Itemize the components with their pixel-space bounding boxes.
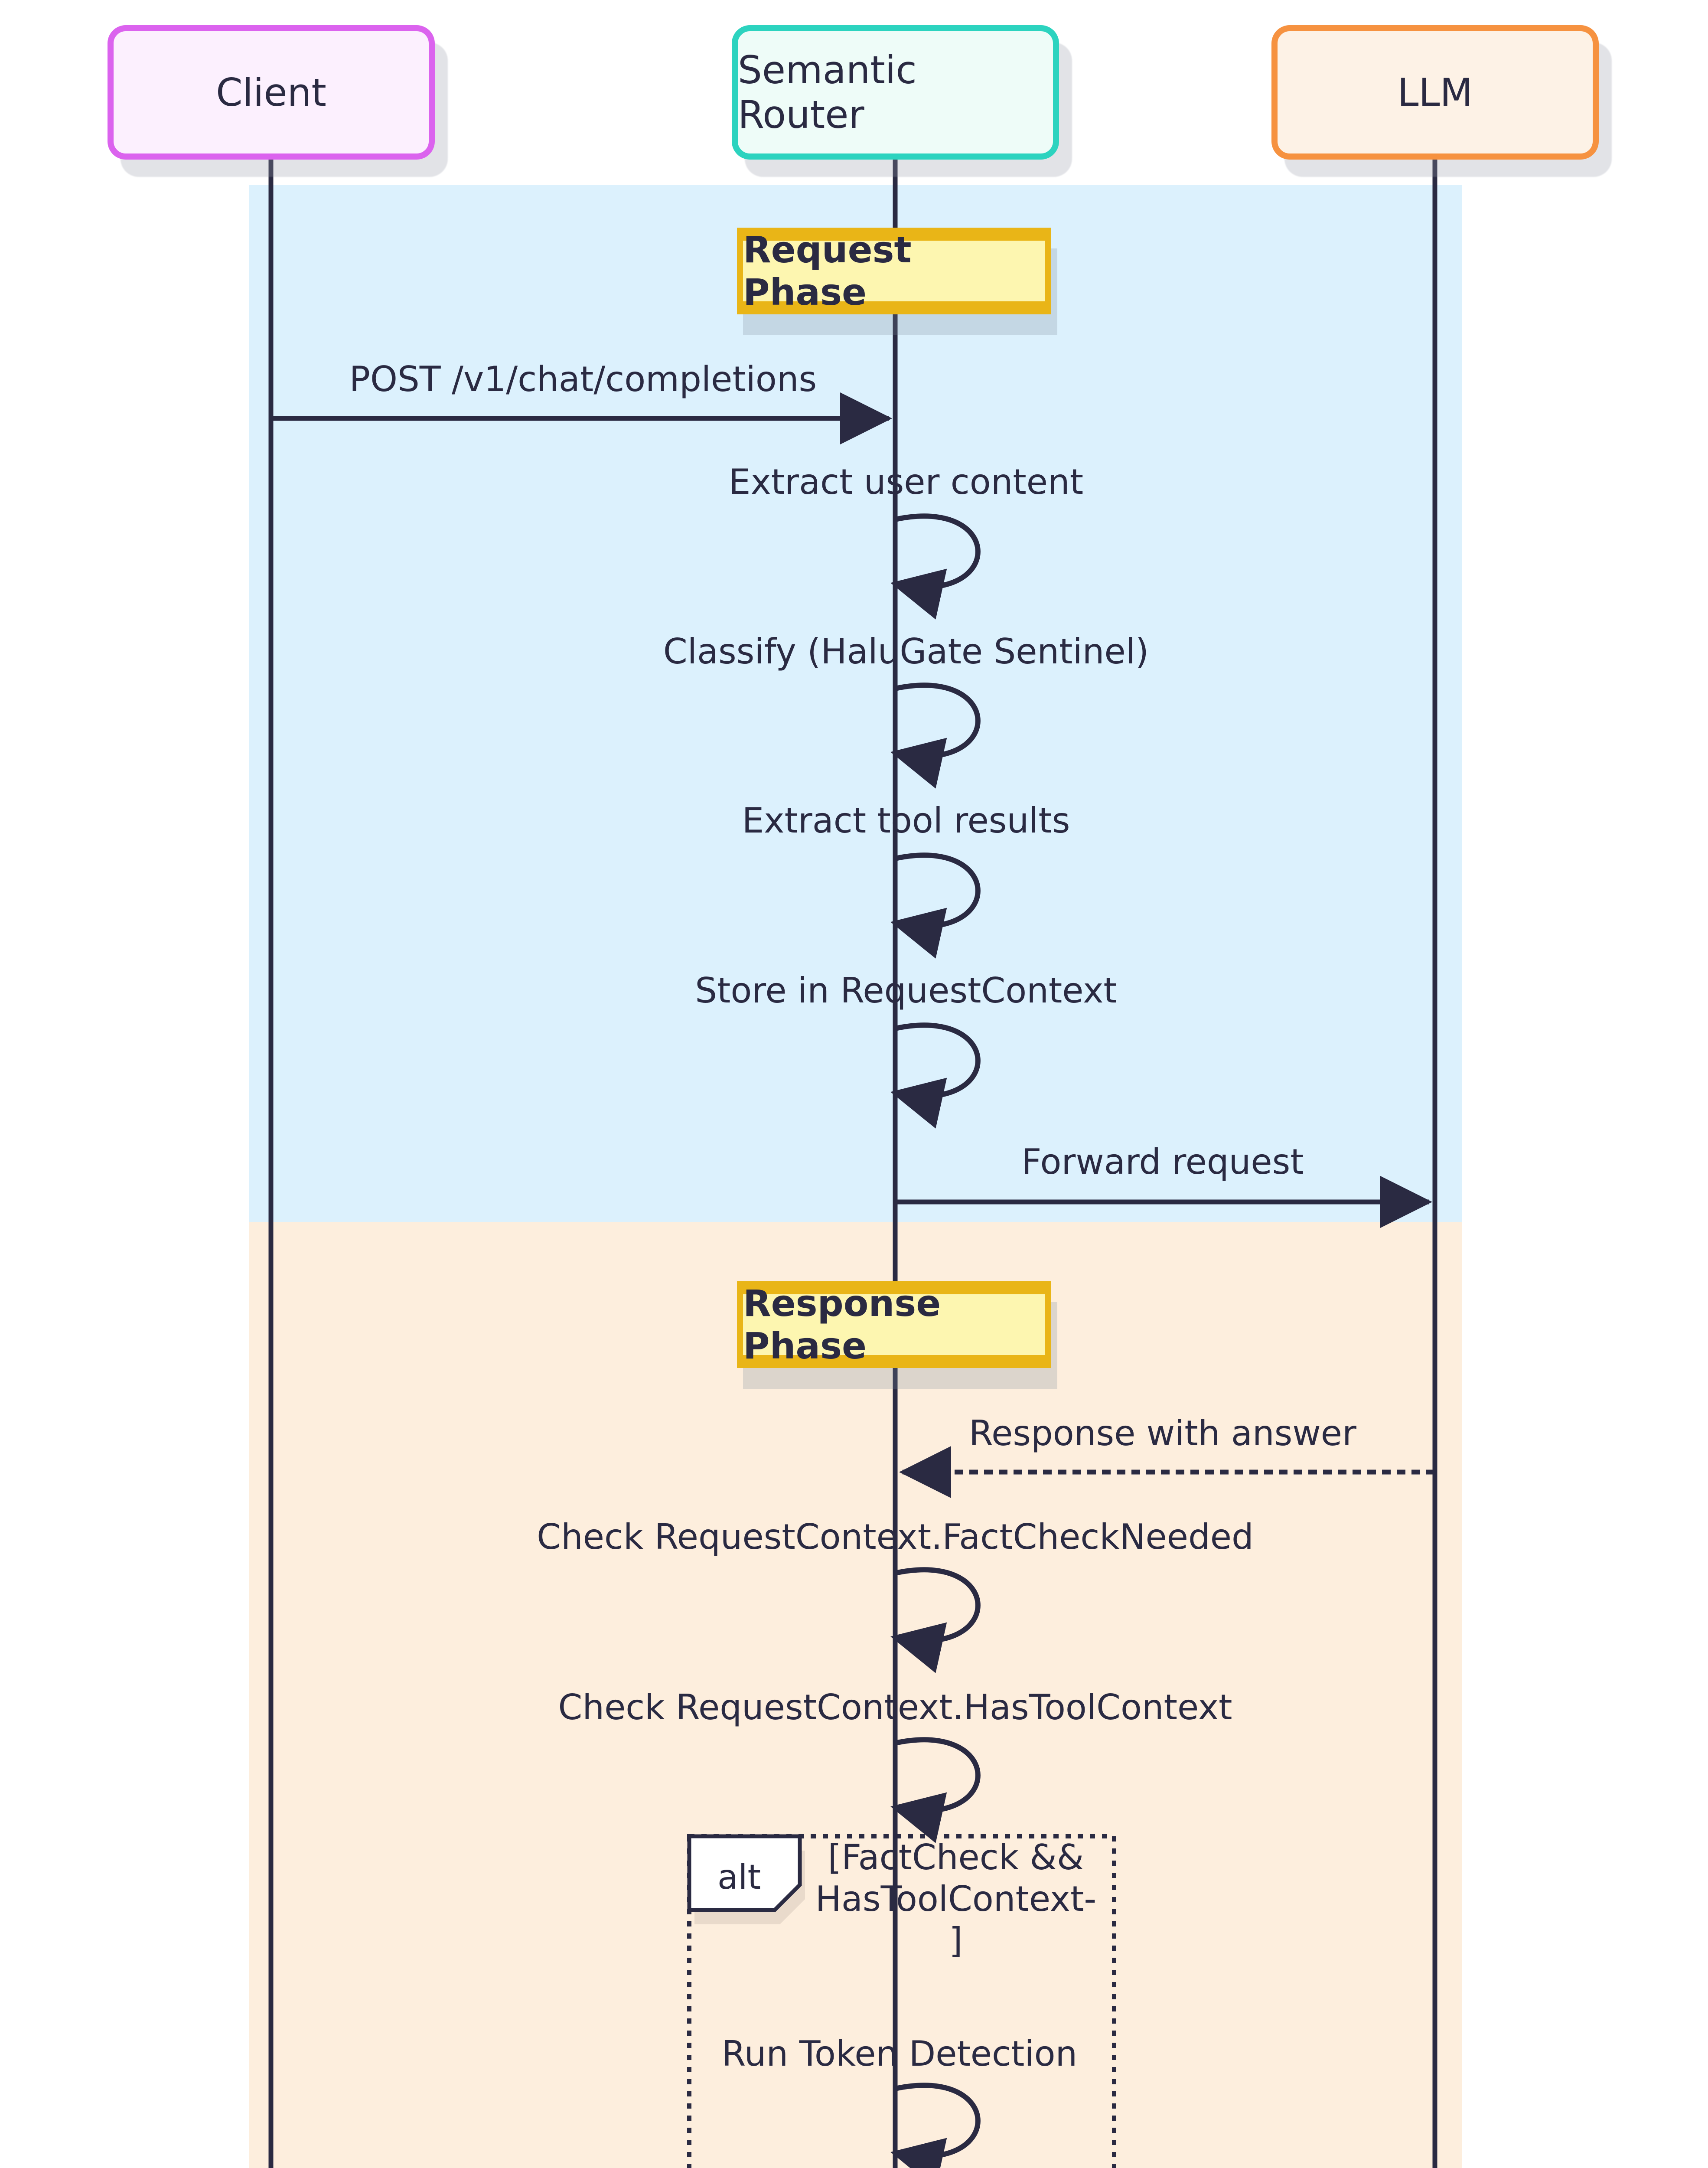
participant-semantic-router-label: Semantic Router <box>738 48 917 137</box>
participant-llm-top: LLM <box>1271 25 1599 160</box>
alt-condition-if: [FactCheck && HasToolContext- ] <box>815 1837 1097 1961</box>
message-check-factcheckneeded: Check RequestContext.FactCheckNeeded <box>537 1517 1254 1557</box>
participant-llm-label: LLM <box>1397 70 1473 115</box>
response-phase-background <box>249 1222 1462 2168</box>
message-run-token-detection: Run Token Detection <box>721 2034 1078 2074</box>
message-check-hastoolcontext: Check RequestContext.HasToolContext <box>558 1687 1232 1727</box>
self-loop-store-in-requestcontext <box>890 1022 981 1129</box>
request-phase-background <box>249 185 1462 1222</box>
participant-semantic-router-top: Semantic Router <box>732 25 1059 160</box>
self-loop-extract-tool-results <box>890 852 981 959</box>
self-loop-check-factcheckneeded <box>890 1567 981 1673</box>
message-post-request: POST /v1/chat/completions <box>349 359 817 399</box>
message-store-in-requestcontext: Store in RequestContext <box>695 970 1117 1011</box>
note-response-phase: Response Phase <box>737 1281 1051 1368</box>
message-forward-request: Forward request <box>1021 1142 1304 1182</box>
message-extract-tool-results: Extract tool results <box>742 800 1070 841</box>
note-request-phase: Request Phase <box>737 228 1051 314</box>
message-classify: Classify (HaluGate Sentinel) <box>663 631 1149 672</box>
note-response-phase-label: Response Phase <box>743 1282 941 1367</box>
message-response-with-answer: Response with answer <box>969 1413 1356 1453</box>
self-loop-extract-user-content <box>890 513 981 620</box>
self-loop-check-hastoolcontext <box>890 1737 981 1843</box>
participant-client-top: Client <box>108 25 435 160</box>
participant-client-label: Client <box>216 70 326 115</box>
message-extract-user-content: Extract user content <box>728 462 1084 502</box>
note-request-phase-label: Request Phase <box>743 229 912 313</box>
alt-label-box <box>687 1834 802 1912</box>
self-loop-classify <box>890 682 981 789</box>
alt-keyword-label: alt <box>717 1858 761 1897</box>
self-loop-run-token-detection <box>890 2083 981 2168</box>
